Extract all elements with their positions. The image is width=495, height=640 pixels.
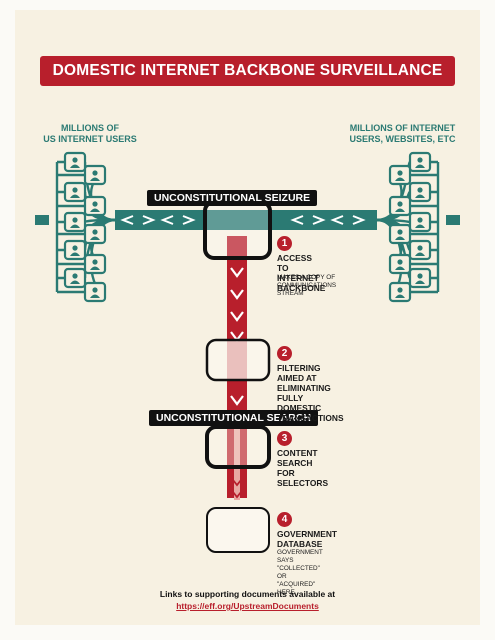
flow-arrow [290, 215, 304, 225]
step-title: GOVERNMENT DATABASE [277, 529, 338, 549]
copy-stream-thin [234, 425, 240, 500]
user-icon [63, 181, 87, 203]
step-number-badge: 3 [277, 431, 292, 446]
database-box [206, 507, 270, 553]
flow-arrow [182, 215, 196, 225]
copy-stream-arrows [230, 267, 244, 499]
user-icon [388, 281, 412, 303]
left-users-label: MILLIONS OF US INTERNET USERS [43, 123, 137, 144]
seizure-tag: UNCONSTITUTIONAL SEIZURE [147, 190, 318, 206]
down-arrow [230, 395, 244, 406]
search-box [205, 425, 271, 469]
step-subtitle: GOVERNMENT SAYS "COLLECTED" OR "ACQUIRED… [277, 549, 323, 596]
user-icon [408, 151, 432, 173]
step-subtitle: MAKES A COPY OF COMMUNICATIONS STREAM [277, 274, 337, 297]
user-icon [63, 239, 87, 261]
infographic-poster: DOMESTIC INTERNET BACKBONE SURVEILLANCE … [15, 10, 480, 625]
footer-text: Links to supporting documents available … [159, 589, 336, 599]
right-users-label: MILLIONS OF INTERNET USERS, WEBSITES, ET… [349, 123, 456, 144]
network-diagram [35, 151, 460, 553]
flow-arrow [142, 215, 156, 225]
tap-box [203, 200, 272, 260]
down-arrow [230, 311, 244, 322]
user-icon [408, 211, 432, 233]
backbone-flow-arrows [120, 215, 366, 225]
down-arrow [230, 267, 244, 278]
page-title: DOMESTIC INTERNET BACKBONE SURVEILLANCE [52, 62, 443, 79]
step-title: CONTENT SEARCH FOR SELECTORS [277, 448, 329, 488]
user-icon [83, 281, 107, 303]
search-tag: UNCONSTITUTIONAL SEARCH [149, 410, 318, 426]
left-user-tree [35, 151, 116, 303]
user-icon [388, 253, 412, 275]
user-icon [83, 164, 107, 186]
flow-arrow [160, 215, 174, 225]
flow-arrow [330, 215, 344, 225]
user-icon [408, 239, 432, 261]
user-icon [408, 181, 432, 203]
footer-link[interactable]: https://eff.org/UpstreamDocuments [176, 601, 319, 611]
step-title: FILTERING AIMED AT ELIMINATING FULLY DOM… [277, 363, 344, 423]
right-user-tree [376, 151, 460, 303]
flow-arrow [120, 215, 134, 225]
step-number-badge: 4 [277, 512, 292, 527]
user-icon [388, 223, 412, 245]
user-icon [408, 267, 432, 289]
user-icon [388, 195, 412, 217]
down-arrow [232, 479, 242, 487]
user-icon [388, 164, 412, 186]
user-icon [83, 195, 107, 217]
down-arrow [230, 289, 244, 300]
step-number-badge: 1 [277, 236, 292, 251]
user-icon [83, 223, 107, 245]
title-banner: DOMESTIC INTERNET BACKBONE SURVEILLANCE [40, 56, 455, 86]
filter-box [205, 338, 271, 382]
flow-arrow [312, 215, 326, 225]
backbone-pipe [115, 210, 377, 230]
step-title: ACCESS TO INTERNET BACKBONE [277, 253, 326, 293]
user-icon [63, 211, 87, 233]
step-number-badge: 2 [277, 346, 292, 361]
user-icon [83, 253, 107, 275]
user-icon [63, 151, 87, 173]
user-icon [63, 267, 87, 289]
down-arrow [232, 491, 242, 499]
flow-arrow [352, 215, 366, 225]
